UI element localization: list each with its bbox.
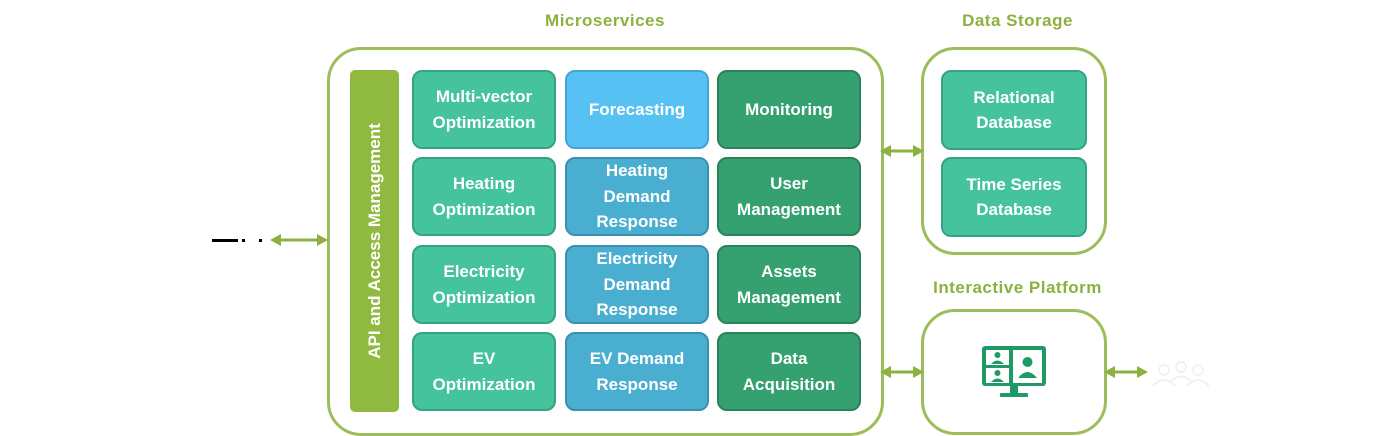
- external-system-icon: [212, 234, 268, 246]
- electricity-optimization-box: Electricity Optimization: [412, 245, 556, 324]
- api-access-management-bar: API and Access Management: [350, 70, 399, 412]
- external-to-api-arrow: [270, 234, 328, 246]
- data-storage-title: Data Storage: [962, 11, 1073, 30]
- electricity-demand-response-box: Electricity Demand Response: [565, 245, 709, 324]
- time-series-database-box: Time Series Database: [941, 157, 1087, 237]
- microservices-to-platform-arrow: [880, 366, 924, 378]
- interactive-platform-title: Interactive Platform: [933, 278, 1102, 297]
- microservices-to-storage-arrow: [880, 145, 924, 157]
- platform-to-users-arrow: [1104, 366, 1148, 378]
- user-management-box: User Management: [717, 157, 861, 236]
- microservices-container: [327, 47, 884, 436]
- microservices-title: Microservices: [545, 11, 665, 30]
- video-conference-monitor-icon: [980, 344, 1048, 400]
- forecasting-box: Forecasting: [565, 70, 709, 149]
- api-access-management-label: API and Access Management: [364, 123, 384, 359]
- data-acquisition-box: Data Acquisition: [717, 332, 861, 411]
- assets-management-box: Assets Management: [717, 245, 861, 324]
- heating-demand-response-box: Heating Demand Response: [565, 157, 709, 236]
- relational-database-box: Relational Database: [941, 70, 1087, 150]
- multi-vector-optimization-box: Multi-vector Optimization: [412, 70, 556, 149]
- users-icon: [1148, 360, 1214, 390]
- heating-optimization-box: Heating Optimization: [412, 157, 556, 236]
- ev-optimization-box: EV Optimization: [412, 332, 556, 411]
- ev-demand-response-box: EV Demand Response: [565, 332, 709, 411]
- monitoring-box: Monitoring: [717, 70, 861, 149]
